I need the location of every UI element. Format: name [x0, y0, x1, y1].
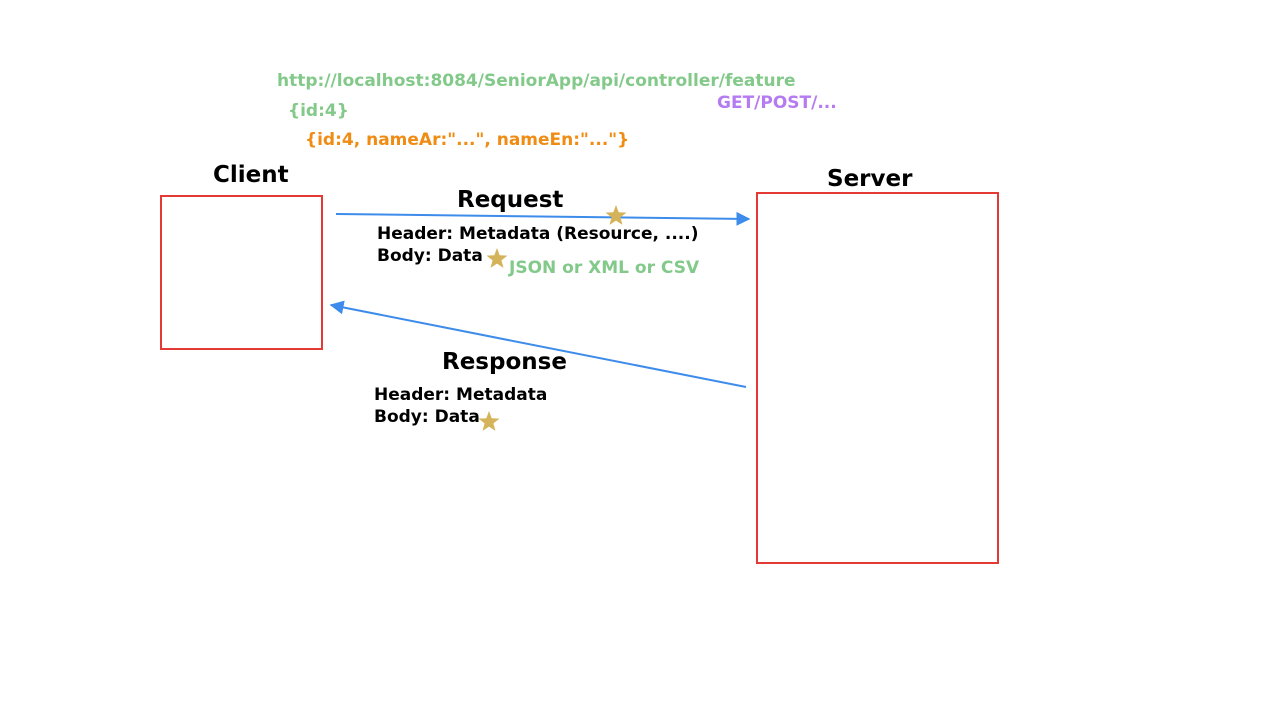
http-methods: GET/POST/...	[717, 93, 837, 113]
response-header-text: Header: Metadata	[374, 385, 548, 405]
client-label: Client	[213, 162, 289, 188]
request-body-star-icon	[486, 248, 508, 268]
response-label: Response	[442, 349, 567, 375]
response-arrow	[329, 300, 747, 388]
request-body-text: Body: Data	[377, 246, 483, 266]
request-star-icon	[605, 205, 627, 225]
response-payload: {id:4, nameAr:"...", nameEn:"..."}	[305, 130, 630, 150]
server-label: Server	[827, 166, 913, 192]
server-box	[756, 192, 999, 564]
request-header-text: Header: Metadata (Resource, ....)	[377, 224, 699, 244]
request-payload: {id:4}	[288, 101, 349, 121]
request-label: Request	[457, 187, 564, 213]
request-arrow	[335, 211, 751, 226]
endpoint-url: http://localhost:8084/SeniorApp/api/cont…	[277, 71, 796, 91]
response-body-star-icon	[478, 411, 500, 431]
data-formats: JSON or XML or CSV	[509, 258, 700, 278]
client-box	[160, 195, 323, 350]
response-body-text: Body: Data	[374, 407, 480, 427]
